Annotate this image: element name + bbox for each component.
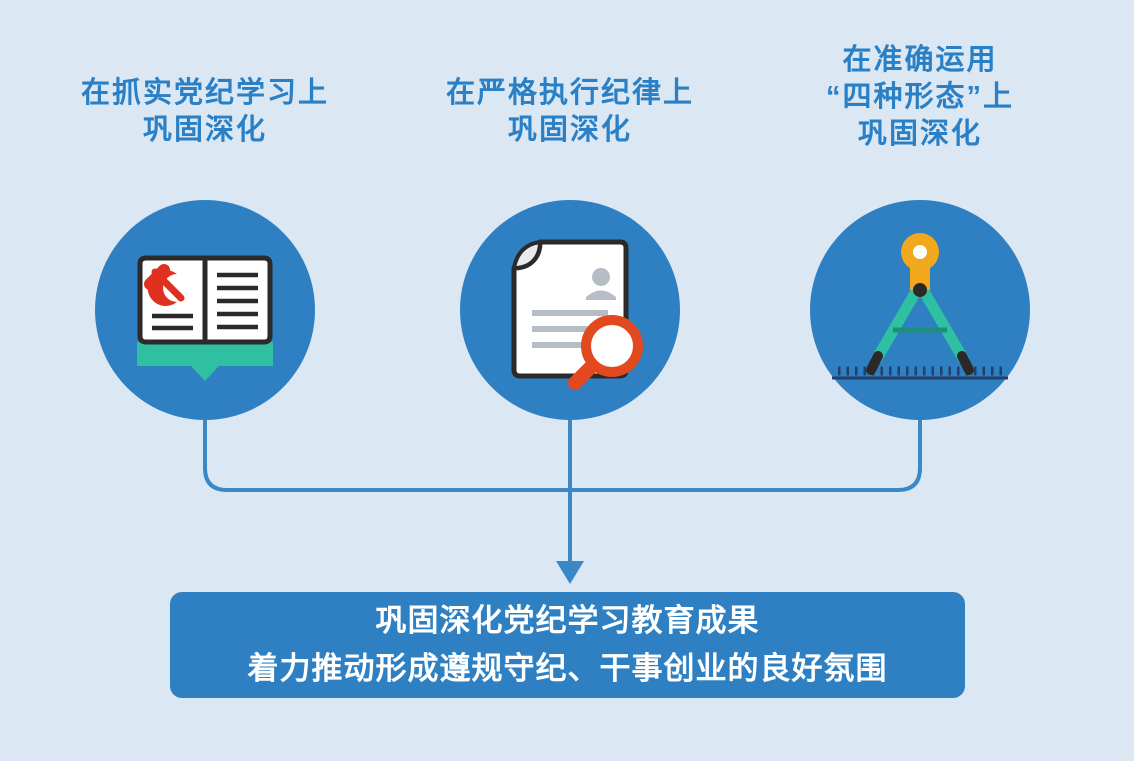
column-heading-study: 在抓实党纪学习上 巩固深化 (15, 75, 395, 149)
heading-line: 巩固深化 (142, 114, 267, 147)
icon-circle-discipline (460, 200, 680, 420)
summary-line: 着力推动形成遵规守纪、干事创业的良好氛围 (247, 651, 888, 686)
column-heading-discipline: 在严格执行纪律上 巩固深化 (380, 75, 760, 149)
magnifier-icon (568, 315, 643, 390)
heading-line: 巩固深化 (507, 114, 632, 147)
drafting-compass-icon (832, 233, 1008, 380)
column-heading-four-forms: 在准确运用 “四种形态”上 巩固深化 (730, 42, 1110, 153)
icon-circle-four-forms (810, 200, 1030, 420)
summary-banner: 巩固深化党纪学习教育成果 着力推动形成遵规守纪、干事创业的良好氛围 (170, 592, 965, 698)
person-silhouette-icon (586, 268, 616, 300)
heading-line: 在准确运用 (842, 44, 998, 76)
heading-line: 巩固深化 (857, 118, 982, 151)
hammer-sickle-emblem (144, 264, 185, 306)
document-magnifier-icon (511, 239, 643, 390)
heading-line: “四种形态”上 (825, 81, 1014, 114)
summary-line: 巩固深化党纪学习教育成果 (375, 602, 760, 638)
icon-circle-study (95, 200, 315, 420)
heading-line: 在抓实党纪学习上 (80, 77, 329, 109)
party-book-icon (137, 255, 273, 381)
heading-line: 在严格执行纪律上 (445, 77, 694, 109)
